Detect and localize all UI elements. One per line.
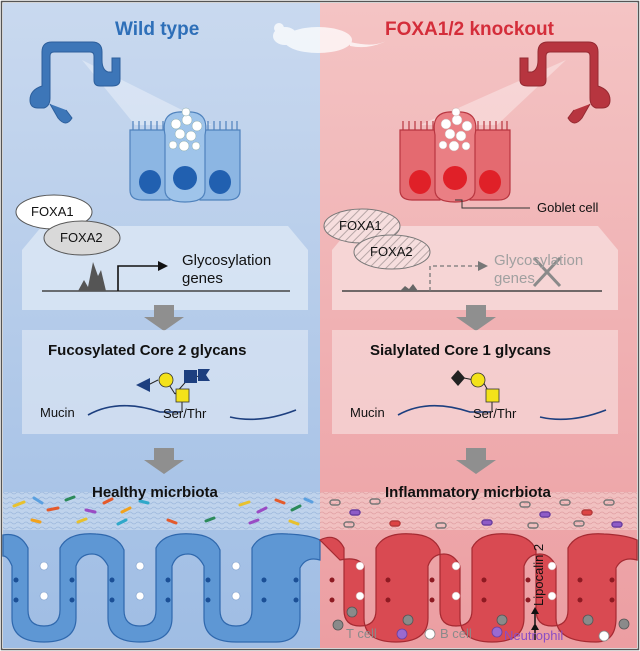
- wt-crypt-goblet-cells: [39, 561, 241, 601]
- ko-gene-label-line1: Glycosylation: [494, 252, 584, 269]
- ko-glycan-structure: [451, 370, 500, 412]
- ko-nucleus-right: [479, 170, 501, 194]
- ko-cross-icon: [532, 256, 562, 288]
- ko-glycan-title: Sialylated Core 1 glycans: [370, 342, 551, 359]
- wild-type-title: Wild type: [115, 19, 200, 40]
- t-cell-icon: [332, 619, 344, 631]
- ko-crypt-goblet-cells: [355, 561, 557, 601]
- wt-glycan-structure: [136, 369, 210, 412]
- ko-galnac-square: [485, 388, 500, 403]
- ko-down-arrow-1: [456, 305, 496, 331]
- wt-nucleus-right: [209, 170, 231, 194]
- wt-mucin-label: Mucin: [40, 405, 75, 420]
- neutrophil-icon: [491, 626, 503, 638]
- goblet-cell-label: Goblet cell: [537, 200, 599, 215]
- wt-tss-arrow: [117, 265, 158, 291]
- wt-nucleus-left: [139, 170, 161, 194]
- ko-nucleus-left: [409, 170, 431, 194]
- ko-mucin-chain: [397, 404, 607, 421]
- t-cell-label: T cell: [346, 626, 377, 641]
- ko-tss-arrowhead: [478, 261, 488, 271]
- knockout-title: FOXA1/2 knockout: [385, 19, 554, 40]
- b-cell-label: B cell: [440, 626, 472, 641]
- wt-fucose-triangle: [136, 378, 150, 392]
- ko-foxa1-label: FOXA1: [339, 218, 382, 233]
- wt-galnac-square: [175, 388, 190, 403]
- b-cell-icon: [424, 628, 436, 640]
- ko-chip-peaks: [400, 284, 418, 291]
- ko-bacteria: [329, 498, 623, 529]
- ko-epithelial-cells: [399, 107, 530, 209]
- wt-chip-peaks: [78, 262, 106, 291]
- wt-microvilli: [132, 121, 238, 130]
- wt-colon-icon: [29, 41, 121, 124]
- wt-foxa2-ellipse: [43, 220, 121, 256]
- wt-down-arrow-1: [144, 305, 184, 331]
- wt-gene-label-line1: Glycosylation: [182, 252, 272, 269]
- ko-mucin-label: Mucin: [350, 405, 385, 420]
- ko-nucleus-goblet: [443, 166, 467, 190]
- ko-down-arrow-2: [456, 448, 496, 474]
- ko-tss-arrow: [429, 265, 478, 291]
- ko-galactose-circle: [470, 372, 486, 388]
- wt-mucin-granules: [168, 107, 203, 152]
- lipocalin-up-arrows: [531, 607, 539, 640]
- ko-crypt-nuclei: [329, 577, 615, 603]
- wt-site-label: Ser/Thr: [163, 406, 207, 421]
- ko-microbiota-title: Inflammatory micrbiota: [385, 484, 551, 501]
- wt-tss-arrowhead: [158, 261, 168, 271]
- ko-foxa2-label: FOXA2: [370, 244, 413, 259]
- ko-foxa2-ellipse: [353, 234, 431, 270]
- wt-fucose-flag: [198, 369, 210, 381]
- wt-glcnac-square: [184, 370, 197, 383]
- wt-mucus-layer: [3, 492, 320, 530]
- wt-foxa2-label: FOXA2: [60, 230, 103, 245]
- wt-bacteria: [12, 495, 314, 526]
- ko-sialic-acid-diamond: [451, 370, 465, 386]
- wt-mucin-chain: [87, 404, 297, 421]
- wt-epithelial-cells: [129, 107, 241, 203]
- ko-gene-label-line2: genes: [494, 270, 535, 287]
- ko-site-label: Ser/Thr: [473, 406, 517, 421]
- ko-microvilli: [402, 121, 508, 130]
- wt-nucleus-goblet: [173, 166, 197, 190]
- lipocalin-label: Lipocalin 2: [531, 543, 546, 606]
- wt-crypt-epithelium: [2, 533, 321, 643]
- ko-crypt-epithelium: [318, 533, 638, 643]
- mouse-icon: [273, 23, 388, 53]
- wt-galactose-circle: [158, 372, 174, 388]
- neutrophil-label: Neutrophil: [504, 628, 564, 643]
- ko-mucin-granules: [438, 107, 473, 152]
- wt-down-arrow-2: [144, 448, 184, 474]
- wt-gene-label-line2: genes: [182, 270, 223, 287]
- ko-colon-icon: [519, 41, 611, 124]
- wt-microbiota-title: Healthy micrbiota: [92, 484, 218, 501]
- ko-immune-cells: [332, 606, 630, 642]
- wt-foxa1-label: FOXA1: [31, 204, 74, 219]
- wt-glycan-title: Fucosylated Core 2 glycans: [48, 342, 247, 359]
- wt-crypt-nuclei: [13, 577, 299, 603]
- goblet-cell-pointer: [455, 199, 530, 209]
